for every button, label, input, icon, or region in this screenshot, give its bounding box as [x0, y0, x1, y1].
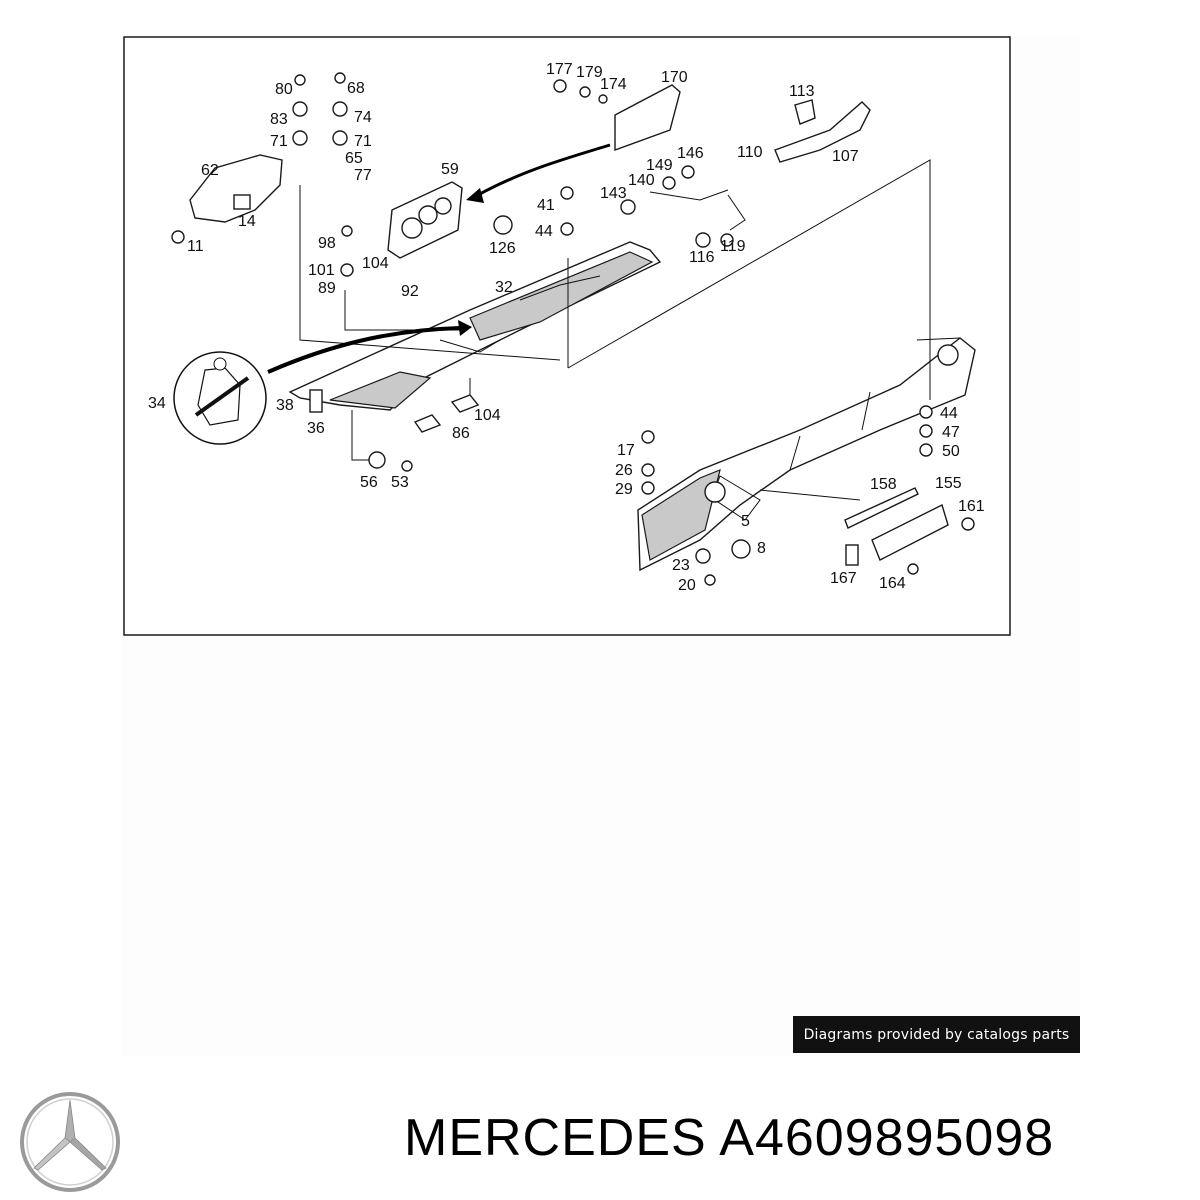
part-label-140: 140	[628, 172, 655, 189]
part-label-161: 161	[958, 498, 985, 515]
part-label-143: 143	[600, 185, 627, 202]
part-label-65: 65	[345, 150, 363, 167]
plate-part-155	[871, 504, 949, 561]
mercedes-star-icon	[20, 1092, 120, 1192]
part-label-92: 92	[401, 283, 419, 300]
arrow-to-dashboard	[267, 326, 461, 374]
part-label-80: 80	[275, 81, 293, 98]
clip-part-14	[233, 194, 251, 210]
part-label-41: 41	[537, 197, 555, 214]
part-label-126: 126	[489, 240, 516, 257]
diagram-frame	[123, 36, 1011, 636]
part-label-26: 26	[615, 462, 633, 479]
part-label-14: 14	[238, 213, 256, 230]
part-label-167: 167	[830, 570, 857, 587]
part-label-110: 110	[737, 144, 763, 161]
part-label-170: 170	[661, 69, 688, 86]
clip-part-38	[309, 389, 323, 413]
part-label-89: 89	[318, 280, 336, 297]
part-label-101: 101	[308, 262, 335, 279]
part-label-56: 56	[360, 474, 378, 491]
part-label-71a: 71	[270, 133, 288, 150]
part-label-50: 50	[942, 443, 960, 460]
hardware-parts	[171, 72, 975, 586]
part-label-5: 5	[741, 513, 750, 530]
part-label-177: 177	[546, 61, 573, 78]
part-label-107: 107	[832, 148, 859, 165]
clip-part-167	[845, 544, 859, 566]
part-label-116: 116	[689, 249, 715, 266]
part-label-44a: 44	[535, 223, 553, 240]
part-label-174: 174	[600, 76, 627, 93]
clip-part-86	[413, 414, 442, 433]
part-label-179: 179	[576, 64, 603, 81]
part-label-104a: 104	[362, 255, 389, 272]
part-label-77: 77	[354, 167, 372, 184]
arrowhead-cluster	[466, 188, 484, 203]
part-label-53: 53	[391, 474, 409, 491]
part-label-83: 83	[270, 111, 288, 128]
part-label-86: 86	[452, 425, 470, 442]
catalog-credit-badge: Diagrams provided by catalogs parts	[793, 1016, 1080, 1053]
part-label-20: 20	[678, 577, 696, 594]
part-label-68: 68	[347, 80, 365, 97]
cover-part-62	[189, 154, 283, 223]
part-label-98: 98	[318, 235, 336, 252]
part-label-32: 32	[495, 279, 513, 296]
part-label-155: 155	[935, 475, 962, 492]
part-label-119: 119	[720, 238, 746, 255]
part-label-8: 8	[757, 540, 766, 557]
part-label-17: 17	[617, 442, 635, 459]
part-label-71b: 71	[354, 133, 372, 150]
panel-part-170	[614, 84, 681, 151]
arrowhead-dashboard	[458, 320, 472, 336]
part-label-164: 164	[879, 575, 906, 592]
part-label-146: 146	[677, 145, 704, 162]
part-label-29: 29	[615, 481, 633, 498]
dashboard-lower-part	[637, 337, 976, 572]
part-label-62: 62	[201, 162, 219, 179]
instrument-cluster-part	[387, 181, 463, 259]
seatbelt-warning-icon	[173, 351, 267, 445]
dashboard-upper-part	[288, 241, 662, 411]
part-label-59: 59	[441, 161, 459, 178]
part-label-104b: 104	[474, 407, 501, 424]
part-label-34: 34	[148, 395, 166, 412]
part-label-11: 11	[187, 238, 204, 255]
clip-part-104	[450, 394, 480, 413]
part-label-149: 149	[646, 157, 673, 174]
strip-part-158	[844, 487, 919, 529]
part-label-38: 38	[276, 397, 294, 414]
clip-part-113	[794, 99, 816, 125]
rod-part-140	[649, 189, 729, 201]
strip-part-107	[774, 101, 871, 163]
part-label-74: 74	[354, 109, 372, 126]
page-title: MERCEDES A4609895098	[404, 1109, 1055, 1167]
part-label-158: 158	[870, 476, 897, 493]
part-label-36: 36	[307, 420, 325, 437]
part-label-47: 47	[942, 424, 960, 441]
part-label-23: 23	[672, 557, 690, 574]
part-label-44b: 44	[940, 405, 958, 422]
part-label-113: 113	[789, 83, 815, 100]
arrow-to-cluster	[477, 143, 611, 197]
